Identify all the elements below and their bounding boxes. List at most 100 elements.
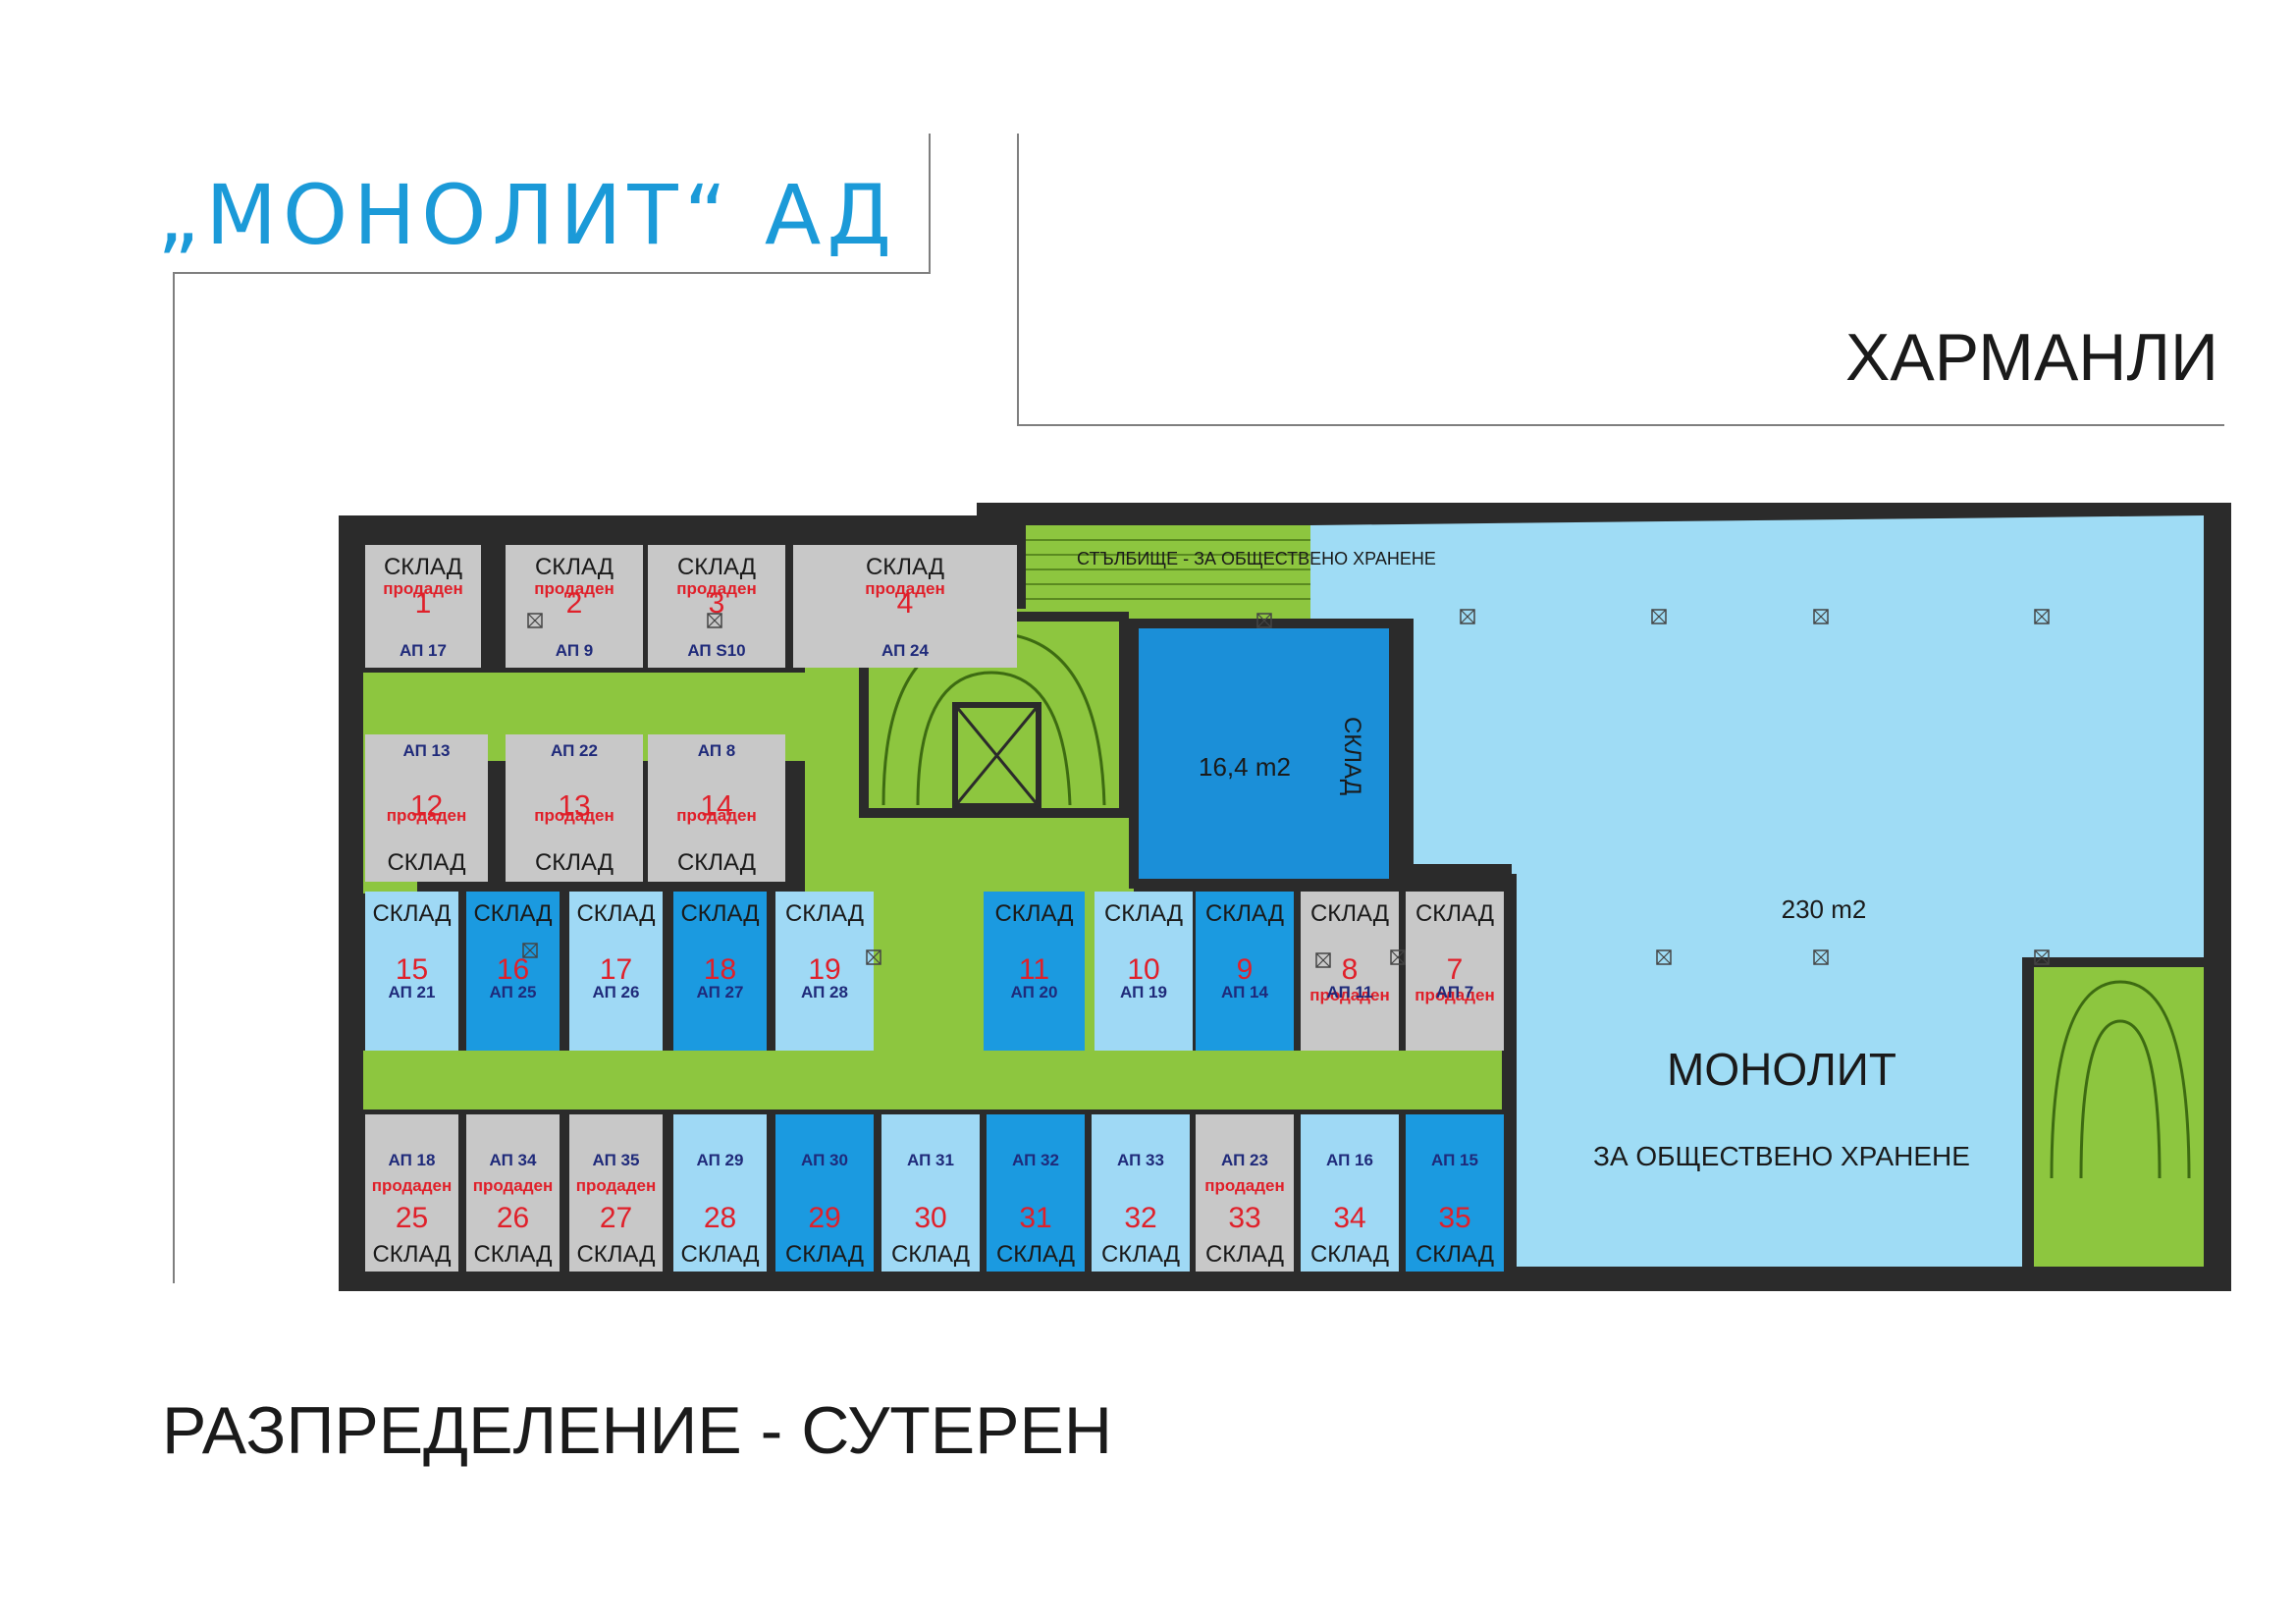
storage-number: 29 [808, 1202, 840, 1234]
big-storage-room [1129, 619, 1399, 889]
storage-word: СКЛАД [387, 849, 465, 876]
storage-word: СКЛАД [677, 554, 756, 580]
storage-word: СКЛАД [576, 900, 655, 927]
storage-number: 31 [1019, 1202, 1051, 1234]
fixture-marker-icon [1651, 609, 1667, 624]
storage-number: 9 [1237, 953, 1254, 986]
storage-word: СКЛАД [372, 900, 451, 927]
storage-unit-cell [1406, 1114, 1504, 1272]
restaurant-wall [1414, 864, 1512, 879]
storage-number: 25 [396, 1202, 428, 1234]
apartment-label: АП 28 [801, 983, 848, 1001]
storage-number: 14 [700, 790, 732, 823]
storage-unit-cell [793, 545, 1017, 668]
apartment-label: АП 7 [1436, 983, 1473, 1001]
apartment-label: АП 33 [1117, 1151, 1164, 1169]
storage-unit-cell [987, 1114, 1085, 1272]
storage-word: СКЛАД [1104, 900, 1183, 927]
big-storage-label: СКЛАД [1339, 717, 1365, 795]
storage-number: 18 [704, 953, 736, 986]
apartment-label: АП 34 [490, 1151, 537, 1169]
storage-unit-cell [1406, 892, 1504, 1051]
sold-label: продаден [473, 1176, 554, 1195]
restaurant-wall [1502, 874, 1517, 1276]
fixture-marker-icon [2034, 949, 2050, 965]
apartment-label: АП 35 [593, 1151, 640, 1169]
apartment-label: АП 22 [551, 741, 598, 760]
storage-unit-31[interactable]: СКЛАД 31 АП 32 [987, 1114, 1085, 1272]
company-name: „МОНОЛИТ“ АД [157, 167, 898, 263]
big-storage-area: 16,4 m2 [1199, 752, 1291, 782]
sold-label: продаден [387, 806, 467, 825]
apartment-label: АП 16 [1326, 1151, 1373, 1169]
city-name: ХАРМАНЛИ [1845, 320, 2218, 395]
restaurant-stair-arcs [2050, 980, 2191, 1179]
storage-word: СКЛАД [866, 554, 944, 580]
apartment-label: АП 8 [698, 741, 735, 760]
storage-number: 7 [1447, 953, 1464, 986]
fixture-marker-icon [1460, 609, 1475, 624]
stairs-label: СТЪЛБИЩЕ - ЗА ОБЩЕСТВЕНО ХРАНЕНЕ [1077, 549, 1436, 568]
apartment-label: АП 9 [556, 641, 593, 660]
storage-unit-cell [365, 734, 488, 882]
storage-word: СКЛАД [535, 554, 614, 580]
storage-number: 10 [1127, 953, 1159, 986]
storage-number: 15 [396, 953, 428, 986]
storage-word: СКЛАД [677, 849, 756, 876]
storage-word: СКЛАД [535, 849, 614, 876]
fixture-marker-icon [707, 613, 722, 628]
storage-number: 3 [709, 587, 725, 620]
apartment-label: АП 23 [1221, 1151, 1268, 1169]
fixture-marker-icon [1390, 949, 1406, 965]
storage-word: СКЛАД [384, 554, 462, 580]
storage-number: 11 [1019, 953, 1049, 986]
storage-number: 13 [558, 790, 590, 823]
storage-word: СКЛАД [785, 900, 864, 927]
frame-line [173, 272, 175, 1283]
storage-number: 17 [600, 953, 632, 986]
apartment-label: АП 27 [697, 983, 744, 1001]
storage-number: 30 [914, 1202, 946, 1234]
frame-line [173, 272, 931, 274]
apartment-label: АП 32 [1012, 1151, 1059, 1169]
storage-word: СКЛАД [372, 1241, 451, 1268]
storage-number: 28 [704, 1202, 736, 1234]
sold-label: продаден [676, 579, 757, 598]
storage-word: СКЛАД [1310, 900, 1389, 927]
storage-word: СКЛАД [996, 1241, 1075, 1268]
storage-unit-cell [1095, 892, 1193, 1051]
storage-unit-cell [466, 1114, 560, 1272]
storage-number: 8 [1342, 953, 1359, 986]
corridor-lower [363, 1051, 1502, 1110]
storage-unit-cell [881, 1114, 980, 1272]
fixtures [522, 609, 2050, 968]
